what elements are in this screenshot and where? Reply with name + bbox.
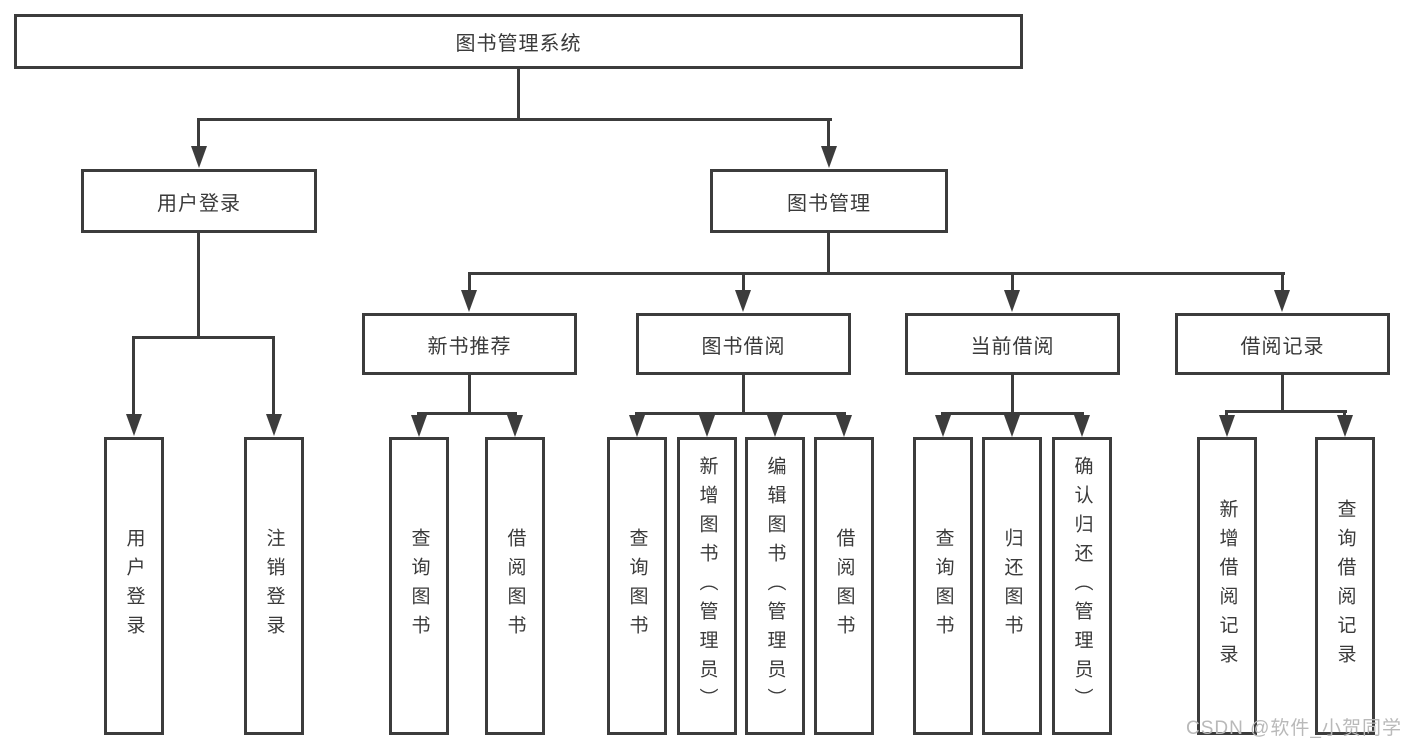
connector-root-to-book-management [827, 118, 830, 150]
leaf-label: 借阅图书 [504, 528, 526, 644]
node-label: 当前借阅 [970, 335, 1055, 358]
node-new-book-recommend: 新书推荐 [362, 313, 577, 375]
arrow-down-icon [507, 415, 523, 437]
connector-book-management-stub [827, 233, 830, 272]
leaf-query-books: 查询图书 [607, 437, 667, 735]
leaf-user-login: 用户登录 [104, 437, 164, 735]
connector-book-borrow-rail [635, 412, 846, 415]
leaf-label: 查询图书 [932, 528, 954, 644]
arrow-down-icon [1337, 415, 1353, 437]
connector-new-book-rail [417, 412, 517, 415]
connector-user-login-rail [132, 336, 275, 339]
leaf-borrow-books: 借阅图书 [485, 437, 545, 735]
node-label: 图书管理 [787, 192, 871, 215]
arrow-down-icon [411, 415, 427, 437]
node-label: 新书推荐 [427, 335, 512, 358]
connector-to-leaf-user-login [132, 336, 135, 414]
node-book-management: 图书管理 [710, 169, 948, 233]
connector-to-leaf-logout [272, 336, 275, 414]
node-library-management-system: 图书管理系统 [14, 14, 1023, 69]
leaf-confirm-return-admin: 确认归还（管理员） [1052, 437, 1112, 735]
node-label: 图书借阅 [701, 335, 786, 358]
arrow-down-icon [461, 290, 477, 312]
connector-to-book-borrow [742, 272, 745, 292]
node-book-borrow: 图书借阅 [636, 313, 851, 375]
connector-root-to-user-login [197, 118, 200, 150]
arrow-down-icon [1219, 415, 1235, 437]
connector-to-borrow-records [1281, 272, 1284, 292]
arrow-down-icon [836, 415, 852, 437]
arrow-down-icon [699, 415, 715, 437]
connector-book-management-rail [468, 272, 1285, 275]
connector-user-login-stub [197, 233, 200, 336]
arrow-down-icon [821, 146, 837, 168]
connector-book-borrow-stub [742, 375, 745, 412]
leaf-label: 注销登录 [263, 528, 285, 644]
leaf-label: 归还图书 [1001, 528, 1023, 644]
arrow-down-icon [767, 415, 783, 437]
leaf-label: 查询图书 [408, 528, 430, 644]
arrow-down-icon [191, 146, 207, 168]
connector-to-new-book-recommend [468, 272, 471, 292]
leaf-edit-book-admin: 编辑图书（管理员） [745, 437, 805, 735]
csdn-watermark: CSDN @软件_小贺同学 [1186, 718, 1402, 739]
arrow-down-icon [629, 415, 645, 437]
node-label: 图书管理系统 [455, 33, 582, 55]
arrow-down-icon [126, 414, 142, 436]
node-user-login: 用户登录 [81, 169, 317, 233]
arrow-down-icon [1074, 415, 1090, 437]
connector-new-book-stub [468, 375, 471, 412]
leaf-add-borrow-record: 新增借阅记录 [1197, 437, 1257, 735]
node-current-borrow: 当前借阅 [905, 313, 1120, 375]
connector-to-current-borrow [1011, 272, 1014, 292]
leaf-add-book-admin: 新增图书（管理员） [677, 437, 737, 735]
leaf-label: 确认归还（管理员） [1071, 455, 1093, 717]
arrow-down-icon [1004, 290, 1020, 312]
arrow-down-icon [266, 414, 282, 436]
connector-current-borrow-stub [1011, 375, 1014, 412]
leaf-label: 借阅图书 [833, 528, 855, 644]
leaf-label: 查询借阅记录 [1334, 499, 1356, 673]
connector-root-stub [517, 69, 520, 118]
connector-borrow-records-rail [1225, 410, 1347, 413]
leaf-label: 新增借阅记录 [1216, 499, 1238, 673]
node-label: 借阅记录 [1240, 335, 1325, 358]
leaf-label: 编辑图书（管理员） [764, 455, 786, 717]
connector-borrow-records-stub [1281, 375, 1284, 410]
arrow-down-icon [1274, 290, 1290, 312]
node-label: 用户登录 [157, 192, 241, 215]
leaf-query-borrow-record: 查询借阅记录 [1315, 437, 1375, 735]
leaf-label: 查询图书 [626, 528, 648, 644]
leaf-borrow-books: 借阅图书 [814, 437, 874, 735]
leaf-label: 新增图书（管理员） [696, 455, 718, 717]
connector-root-rail [197, 118, 832, 121]
arrow-down-icon [1004, 415, 1020, 437]
leaf-query-books: 查询图书 [389, 437, 449, 735]
leaf-label: 用户登录 [123, 528, 145, 644]
leaf-return-book: 归还图书 [982, 437, 1042, 735]
node-borrow-records: 借阅记录 [1175, 313, 1390, 375]
leaf-logout: 注销登录 [244, 437, 304, 735]
arrow-down-icon [735, 290, 751, 312]
arrow-down-icon [935, 415, 951, 437]
leaf-query-books: 查询图书 [913, 437, 973, 735]
